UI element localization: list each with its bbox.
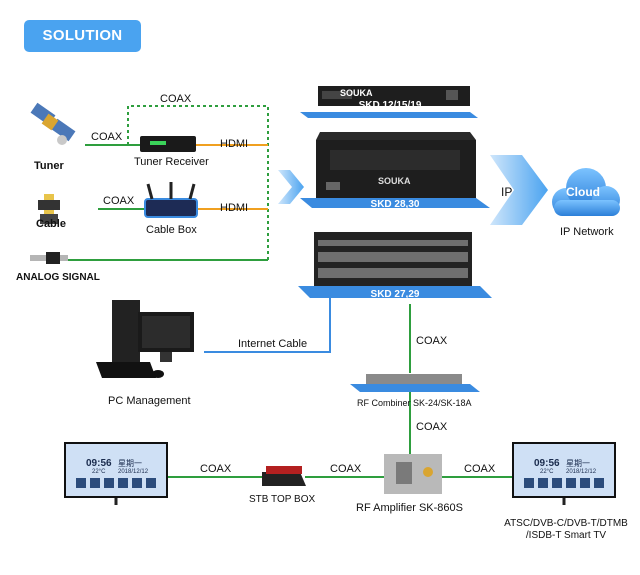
cloud-label: Cloud: [566, 185, 600, 199]
hdmi-label-tuner: HDMI: [220, 138, 249, 150]
rf-amplifier-device: [384, 454, 442, 494]
tuner-receiver-device: [140, 136, 196, 152]
smart-tv-label-line1: ATSC/DVB-C/DVB-T/DTMB: [504, 518, 628, 529]
tv-left-weekday: 星期一: [118, 459, 142, 468]
skd-top-label: SKD 12/15/19: [358, 100, 422, 111]
cable-connector-icon: [38, 194, 60, 224]
input-arrow: [278, 170, 304, 204]
solution-badge: SOLUTION: [24, 20, 141, 52]
tv-left-date: 2018/12/12: [118, 469, 149, 475]
cloud-icon: [552, 168, 620, 216]
tuner-receiver-label: Tuner Receiver: [134, 156, 209, 168]
rf-amplifier-label: RF Amplifier SK-860S: [356, 502, 463, 514]
hdmi-lines: [196, 144, 268, 210]
tv-right-time: 09:56: [534, 458, 560, 469]
coax-label-skd: COAX: [416, 335, 448, 347]
tv-left: [64, 442, 168, 505]
cable-box-label: Cable Box: [146, 224, 197, 236]
rf-combiner-device: [350, 374, 480, 392]
smart-tv-label-line2: /ISDB-T Smart TV: [525, 530, 607, 541]
coax-label-tv-right: COAX: [464, 463, 496, 475]
tv-right-temp: 22°C: [540, 469, 554, 475]
pc-management-label: PC Management: [108, 395, 191, 407]
tv-right: [512, 442, 616, 505]
coax-label-combiner: COAX: [416, 421, 448, 433]
coax-label-stb: COAX: [330, 463, 362, 475]
analog-jack-icon: [30, 252, 68, 264]
ip-arrow: [490, 155, 548, 225]
satellite-icon: [30, 102, 76, 145]
cable-label: Cable: [36, 218, 66, 230]
ip-network-label: IP Network: [560, 226, 614, 238]
tv-left-time: 09:56: [86, 458, 112, 469]
tv-left-temp: 22°C: [92, 469, 106, 475]
cable-box-device: [144, 182, 198, 218]
analog-signal-label: ANALOG SIGNAL: [16, 272, 100, 283]
brand-label-mid: SOUKA: [378, 176, 411, 186]
coax-lines: [62, 105, 512, 478]
tuner-label: Tuner: [34, 160, 64, 172]
pc-icon: [96, 300, 194, 378]
ip-label: IP: [501, 185, 513, 199]
coax-label-tv-left: COAX: [200, 463, 232, 475]
tv-right-date: 2018/12/12: [566, 469, 597, 475]
tv-right-weekday: 星期一: [566, 459, 590, 468]
skd-top-device: [300, 86, 478, 118]
rf-combiner-label: RF Combiner SK-24/SK-18A: [357, 398, 472, 408]
internet-cable-line: [204, 298, 331, 353]
internet-cable-label: Internet Cable: [238, 338, 308, 350]
brand-label-top: SOUKA: [340, 88, 373, 98]
coax-label-cable: COAX: [103, 195, 135, 207]
skd-bottom-device: [298, 232, 492, 298]
hdmi-label-cable: HDMI: [220, 202, 249, 214]
stb-device: [262, 466, 306, 486]
coax-label-tuner: COAX: [91, 131, 123, 143]
skd-bottom-label: SKD 27,29: [370, 289, 420, 300]
stb-label: STB TOP BOX: [249, 494, 316, 505]
skd-mid-label: SKD 28,30: [370, 199, 420, 210]
coax-label-dashed: COAX: [160, 93, 192, 105]
skd-mid-device: [300, 132, 490, 208]
